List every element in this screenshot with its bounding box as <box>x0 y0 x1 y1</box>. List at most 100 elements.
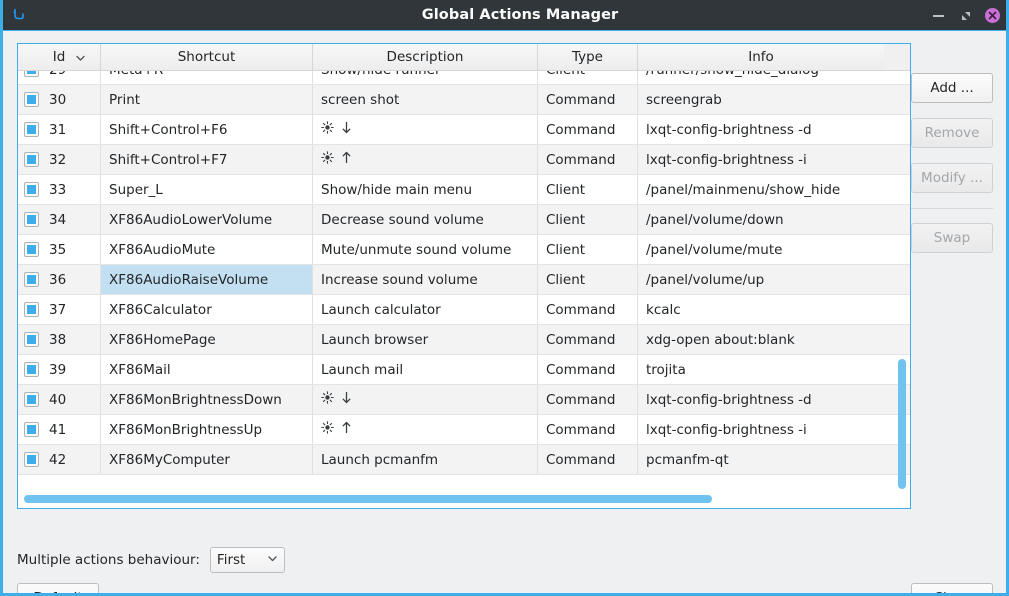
default-button[interactable]: Default <box>17 583 99 593</box>
table-row[interactable]: 29Meta+RShow/hide runnerClient/runner/sh… <box>18 71 910 85</box>
cell-info[interactable]: /runner/show_hide_dialog <box>638 71 884 84</box>
cell-type[interactable]: Client <box>538 175 638 204</box>
enable-checkbox[interactable] <box>24 92 39 107</box>
enable-checkbox[interactable] <box>24 242 39 257</box>
cell-type[interactable]: Command <box>538 385 638 414</box>
cell-description[interactable]: Decrease sound volume <box>313 205 538 234</box>
cell-id[interactable]: 41 <box>18 415 101 444</box>
cell-info[interactable]: kcalc <box>646 301 681 318</box>
cell-description[interactable]: Show/hide runner <box>313 71 538 84</box>
cell-info[interactable]: trojita <box>646 361 686 378</box>
cell-description[interactable] <box>313 145 538 174</box>
enable-checkbox[interactable] <box>24 452 39 467</box>
cell-description[interactable]: screen shot <box>313 85 538 114</box>
enable-checkbox[interactable] <box>24 392 39 407</box>
cell-info[interactable]: /panel/volume/up <box>646 271 765 288</box>
cell-info[interactable]: /panel/mainmenu/show_hide <box>646 181 841 198</box>
cell-id[interactable]: 35 <box>18 235 101 264</box>
cell-shortcut[interactable]: Shift+Control+F7 <box>101 145 313 174</box>
cell-description[interactable]: Launch calculator <box>313 295 538 324</box>
cell-type[interactable]: Command <box>538 355 638 384</box>
cell-shortcut[interactable]: XF86HomePage <box>101 325 313 354</box>
multiple-actions-behaviour-select[interactable]: First <box>209 547 285 573</box>
cell-type[interactable]: Command <box>538 415 638 444</box>
cell-id[interactable]: 37 <box>18 295 101 324</box>
enable-checkbox[interactable] <box>24 272 39 287</box>
cell-type[interactable]: Command <box>538 115 638 144</box>
cell-shortcut[interactable]: XF86AudioMute <box>101 235 313 264</box>
add-button[interactable]: Add ... <box>911 73 993 103</box>
cell-shortcut[interactable]: Super_L <box>101 175 313 204</box>
close-icon[interactable] <box>985 8 1000 23</box>
cell-id[interactable]: 32 <box>18 145 101 174</box>
cell-description[interactable] <box>313 415 538 444</box>
cell-id[interactable]: 38 <box>18 325 101 354</box>
cell-description[interactable]: Mute/unmute sound volume <box>313 235 538 264</box>
cell-info[interactable]: lxqt-config-brightness -d <box>646 391 812 408</box>
cell-id[interactable]: 33 <box>18 175 101 204</box>
modify-button[interactable]: Modify ... <box>911 163 993 193</box>
horizontal-scrollbar-thumb[interactable] <box>24 495 712 503</box>
enable-checkbox[interactable] <box>24 212 39 227</box>
column-header-info[interactable]: Info <box>638 44 884 70</box>
column-header-type[interactable]: Type <box>538 44 638 70</box>
cell-shortcut[interactable]: XF86Mail <box>101 355 313 384</box>
cell-type[interactable]: Command <box>538 295 638 324</box>
minimize-icon[interactable] <box>931 8 946 23</box>
enable-checkbox[interactable] <box>24 332 39 347</box>
enable-checkbox[interactable] <box>24 71 39 77</box>
cell-info[interactable]: /panel/volume/down <box>646 211 784 228</box>
cell-id[interactable]: 29 <box>18 71 101 84</box>
column-header-id[interactable]: Id <box>18 44 101 70</box>
column-header-description[interactable]: Description <box>313 44 538 70</box>
enable-checkbox[interactable] <box>24 122 39 137</box>
cell-shortcut[interactable]: XF86AudioRaiseVolume <box>101 265 313 294</box>
cell-info[interactable]: /panel/volume/mute <box>646 241 783 258</box>
cell-info[interactable]: lxqt-config-brightness -i <box>646 421 807 438</box>
enable-checkbox[interactable] <box>24 152 39 167</box>
cell-shortcut[interactable]: Shift+Control+F6 <box>101 115 313 144</box>
cell-info[interactable]: lxqt-config-brightness -d <box>646 121 812 138</box>
enable-checkbox[interactable] <box>24 362 39 377</box>
cell-shortcut[interactable]: XF86AudioLowerVolume <box>101 205 313 234</box>
cell-info[interactable]: pcmanfm-qt <box>646 451 729 468</box>
cell-id[interactable]: 34 <box>18 205 101 234</box>
cell-info[interactable]: lxqt-config-brightness -i <box>646 151 807 168</box>
cell-info[interactable]: screengrab <box>646 91 722 108</box>
enable-checkbox[interactable] <box>24 422 39 437</box>
cell-description[interactable] <box>313 385 538 414</box>
enable-checkbox[interactable] <box>24 302 39 317</box>
cell-description[interactable]: Launch pcmanfm <box>313 445 538 474</box>
vertical-scrollbar-thumb[interactable] <box>898 359 906 489</box>
close-button[interactable]: Close <box>911 583 993 593</box>
cell-description[interactable] <box>313 115 538 144</box>
cell-shortcut[interactable]: XF86Calculator <box>101 295 313 324</box>
remove-button[interactable]: Remove <box>911 118 993 148</box>
vertical-scrollbar[interactable] <box>896 71 908 508</box>
cell-shortcut[interactable]: XF86MonBrightnessDown <box>101 385 313 414</box>
cell-id[interactable]: 40 <box>18 385 101 414</box>
cell-id[interactable]: 39 <box>18 355 101 384</box>
cell-shortcut[interactable]: Meta+R <box>101 71 313 84</box>
cell-description[interactable]: Show/hide main menu <box>313 175 538 204</box>
swap-button[interactable]: Swap <box>911 223 993 253</box>
cell-type[interactable]: Client <box>538 205 638 234</box>
cell-shortcut[interactable]: XF86MyComputer <box>101 445 313 474</box>
cell-description[interactable]: Launch browser <box>313 325 538 354</box>
cell-type[interactable]: Client <box>538 71 638 84</box>
cell-info[interactable]: xdg-open about:blank <box>646 331 795 348</box>
cell-type[interactable]: Client <box>538 265 638 294</box>
cell-id[interactable]: 31 <box>18 115 101 144</box>
